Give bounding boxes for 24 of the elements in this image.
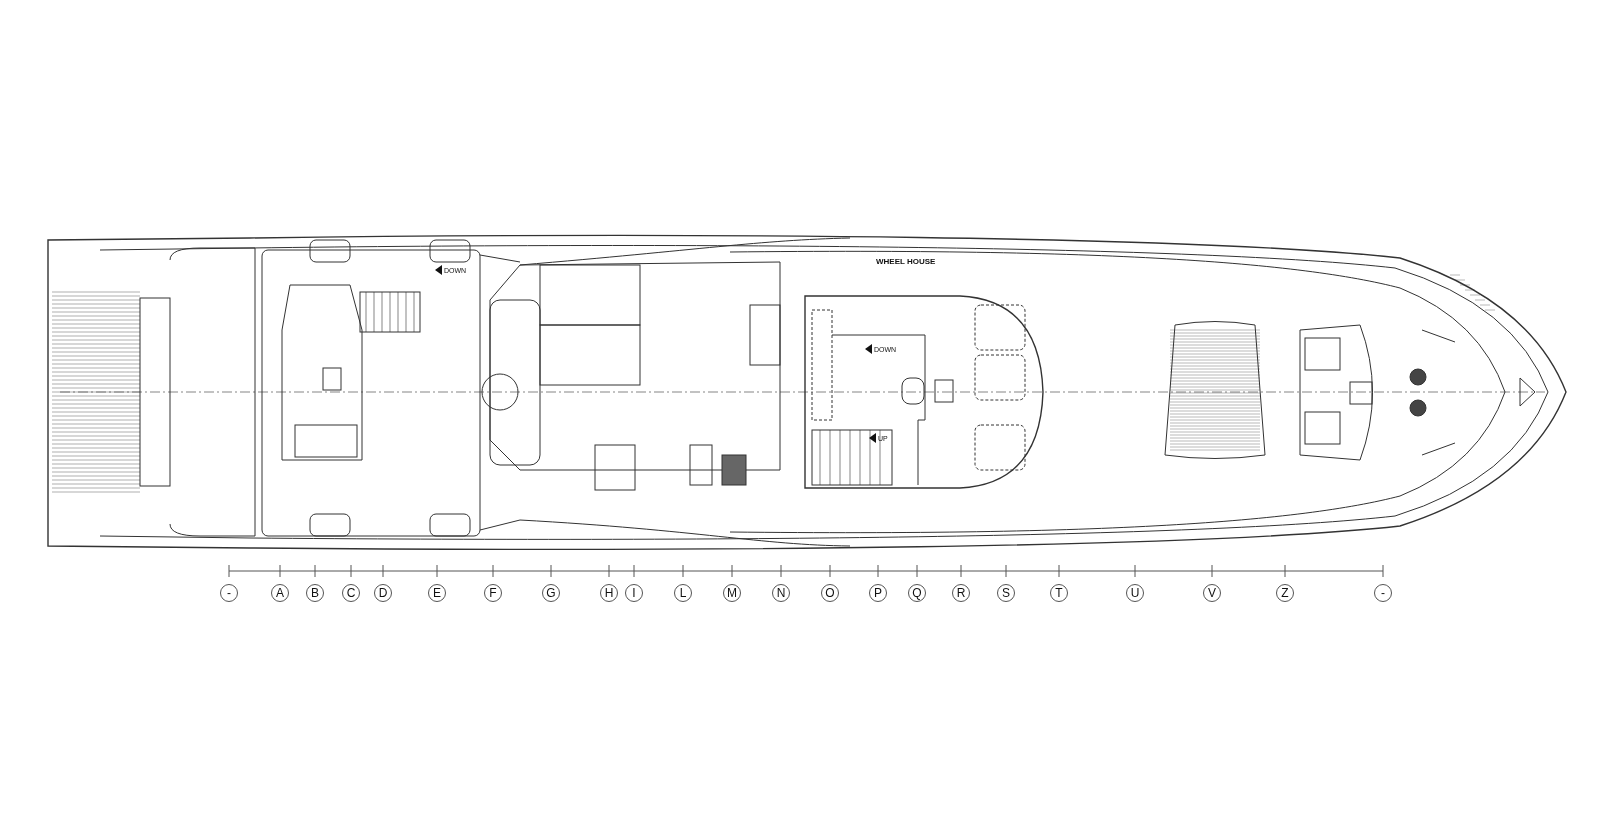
station-marker: S: [997, 584, 1015, 602]
station-marker: Z: [1276, 584, 1294, 602]
station-marker: -: [1374, 584, 1392, 602]
station-marker: M: [723, 584, 741, 602]
station-marker: H: [600, 584, 618, 602]
station-marker: I: [625, 584, 643, 602]
station-marker: A: [271, 584, 289, 602]
station-marker: E: [428, 584, 446, 602]
station-marker: F: [484, 584, 502, 602]
station-marker: Q: [908, 584, 926, 602]
station-marker: B: [306, 584, 324, 602]
station-marker: N: [772, 584, 790, 602]
station-marker: L: [674, 584, 692, 602]
station-marker: V: [1203, 584, 1221, 602]
station-marker: U: [1126, 584, 1144, 602]
station-marker: T: [1050, 584, 1068, 602]
station-marker: G: [542, 584, 560, 602]
station-marker: O: [821, 584, 839, 602]
room-label: WHEEL HOUSE: [876, 258, 936, 266]
station-marker: C: [342, 584, 360, 602]
station-marker: D: [374, 584, 392, 602]
station-marker: R: [952, 584, 970, 602]
station-marker: P: [869, 584, 887, 602]
station-marker: -: [220, 584, 238, 602]
